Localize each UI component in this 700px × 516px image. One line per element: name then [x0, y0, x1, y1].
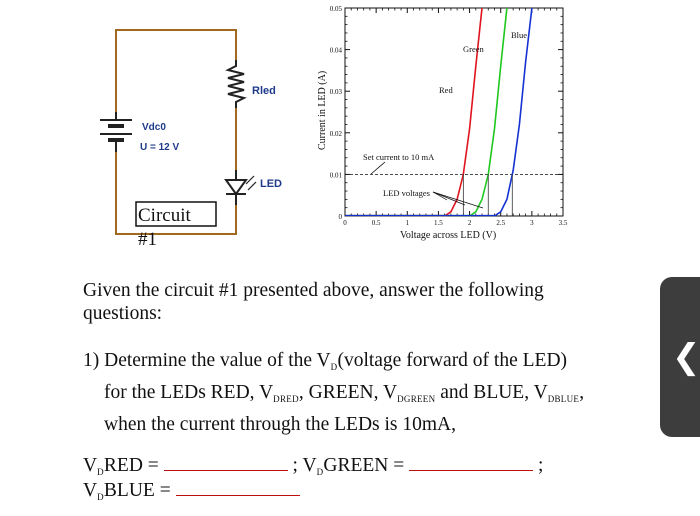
ans-sub-blue: D	[97, 492, 104, 502]
curve-blue	[494, 7, 533, 217]
source-name: Vdc0	[142, 122, 166, 133]
wire-top	[115, 29, 237, 112]
circuit-diagram: Rled Vdc0 U = 12 V LED Circuit #1	[100, 29, 282, 250]
x-tick-label: 2	[468, 219, 472, 227]
ans-v-red: V	[83, 455, 98, 476]
intro-line-2: questions:	[83, 303, 163, 324]
q1-sub-d: D	[330, 362, 338, 372]
led-symbol	[224, 170, 257, 205]
circuit-caption: Circuit	[138, 205, 191, 226]
curves	[345, 7, 533, 217]
side-panel-tab[interactable]	[660, 277, 700, 437]
ans-sub-green: D	[316, 467, 324, 477]
question-1-line-1: 1) Determine the value of the VD(voltage…	[83, 348, 643, 380]
x-tick-label: 0	[343, 219, 347, 227]
ans-red-label: RED =	[103, 455, 159, 476]
plot-frame	[344, 7, 564, 217]
x-tick-label: 1	[406, 219, 410, 227]
x-tick-label: 0.5	[372, 219, 381, 227]
x-tick-label: 3	[530, 219, 534, 227]
source-value: U = 12 V	[140, 142, 180, 153]
curve-label-blue: Blue	[511, 30, 527, 40]
y-tick-label: 0	[339, 213, 343, 221]
axis-ticks: 0 0.01 0.02 0.03 0.04 0.05 0 0.5 1 1.5 2 2.5 3 3.5	[330, 5, 568, 227]
curve-label-red: Red	[439, 85, 453, 95]
ans-sub-red: D	[97, 467, 104, 477]
q1-sub-dred: DRED	[273, 394, 299, 404]
ans-sep: ; V	[292, 455, 317, 476]
q1-text-c: for the LEDs RED, V	[104, 382, 274, 403]
battery-symbol	[100, 112, 132, 152]
ans-green-label: GREEN =	[323, 455, 405, 476]
q1-text-d: , GREEN, V	[298, 382, 398, 403]
y-tick-label: 0.04	[330, 47, 343, 55]
wire-bottom	[115, 152, 237, 235]
q1-text-f: ,	[579, 382, 585, 403]
y-tick-label: 0.02	[330, 130, 343, 138]
chevron-left-icon[interactable]: ❮	[672, 337, 700, 377]
answer-line-2: VDBLUE =	[83, 477, 300, 509]
answer-line-1: VDRED = ; VDGREEN = ;	[83, 452, 543, 484]
answer-blank-blue[interactable]	[175, 477, 300, 496]
q1-sub-dgreen: DGREEN	[397, 394, 436, 404]
y-axis-label: Current in LED (A)	[317, 71, 328, 150]
x-tick-label: 1.5	[434, 219, 443, 227]
y-tick-label: 0.01	[330, 171, 343, 179]
led-voltage-pointer-2	[432, 191, 466, 206]
circuit-caption-box	[135, 201, 217, 227]
led-voltage-pointer-1	[432, 191, 448, 201]
x-tick-label: 2.5	[496, 219, 505, 227]
curve-label-green: Green	[463, 44, 485, 54]
led-label: LED	[260, 178, 282, 190]
q1-sub-dblue: DBLUE	[547, 394, 580, 404]
set-current-pointer	[370, 161, 386, 175]
question-1-line-2: for the LEDs RED, VDRED, GREEN, VDGREEN …	[83, 380, 643, 412]
set-current-label: Set current to 10 mA	[363, 152, 435, 162]
resistor-label: Rled	[252, 85, 276, 97]
intro-line-1: Given the circuit #1 presented above, an…	[83, 280, 544, 301]
ans-end: ;	[538, 455, 544, 476]
ans-v-blue: V	[83, 480, 98, 501]
led-voltages-label: LED voltages	[383, 188, 430, 198]
x-axis-label: Voltage across LED (V)	[400, 230, 496, 241]
q1-text-b: (voltage forward of the LED)	[337, 350, 568, 371]
question-1: 1) Determine the value of the VD(voltage…	[83, 348, 643, 438]
x-tick-label: 3.5	[559, 219, 568, 227]
ans-blue-label: BLUE =	[103, 480, 171, 501]
y-tick-label: 0.03	[330, 88, 343, 96]
circuit-caption-number: #1	[138, 229, 157, 250]
y-tick-label: 0.05	[330, 5, 343, 13]
answer-blank-red[interactable]	[163, 452, 288, 471]
question-1-line-3: when the current through the LEDs is 10m…	[104, 414, 457, 435]
led-iv-chart: 0 0.01 0.02 0.03 0.04 0.05 0 0.5 1 1.5 2 2.5 3 3.5 Cu…	[317, 5, 568, 241]
q1-text-e: and BLUE, V	[435, 382, 548, 403]
led-voltage-pointer-3	[432, 191, 484, 209]
answer-blank-green[interactable]	[409, 452, 534, 471]
q1-text-a: 1) Determine the value of the V	[83, 350, 331, 371]
resistor-symbol	[225, 60, 247, 108]
